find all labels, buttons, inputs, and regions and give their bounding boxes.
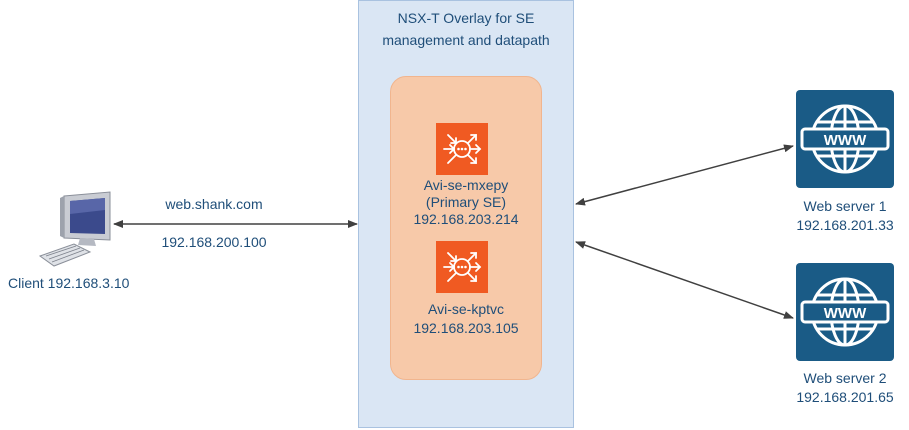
client-label: Client 192.168.3.10 (8, 275, 130, 291)
overlay-title: NSX-T Overlay for SE management and data… (382, 10, 549, 49)
vip-hostname: web.shank.com (165, 196, 263, 212)
www-globe-icon: WWW (796, 263, 894, 361)
service-engine-1-label: Avi-se-mxepy (Primary SE) 192.168.203.21… (413, 177, 518, 228)
server-ip: 192.168.201.33 (796, 217, 894, 233)
se-ip: 192.168.203.214 (413, 211, 519, 227)
web-server-2-label: Web server 2 192.168.201.65 (796, 370, 893, 406)
service-engine-2-label: Avi-se-kptvc 192.168.203.105 (413, 301, 518, 337)
www-text: WWW (824, 305, 867, 322)
www-globe-icon: WWW (796, 90, 894, 188)
se-role: (Primary SE) (425, 194, 507, 210)
server-ip: 192.168.201.65 (796, 389, 894, 405)
se-to-web-server-1-connector (575, 144, 794, 206)
server-name: Web server 2 (803, 370, 887, 386)
overlay-title-line1: NSX-T Overlay for SE (397, 10, 535, 26)
se-to-web-server-2-connector (575, 241, 794, 319)
computer-icon (34, 190, 114, 275)
vip-ip: 192.168.200.100 (161, 234, 267, 250)
se-ip: 192.168.203.105 (413, 320, 519, 336)
avi-se-icon (436, 123, 488, 175)
avi-se-icon (436, 241, 488, 293)
overlay-title-line2: management and datapath (382, 32, 550, 48)
web-server-1-label: Web server 1 192.168.201.33 (796, 198, 893, 234)
www-text: WWW (824, 132, 867, 149)
se-name: Avi-se-mxepy (423, 177, 509, 193)
server-name: Web server 1 (803, 198, 887, 214)
se-name: Avi-se-kptvc (428, 301, 504, 317)
